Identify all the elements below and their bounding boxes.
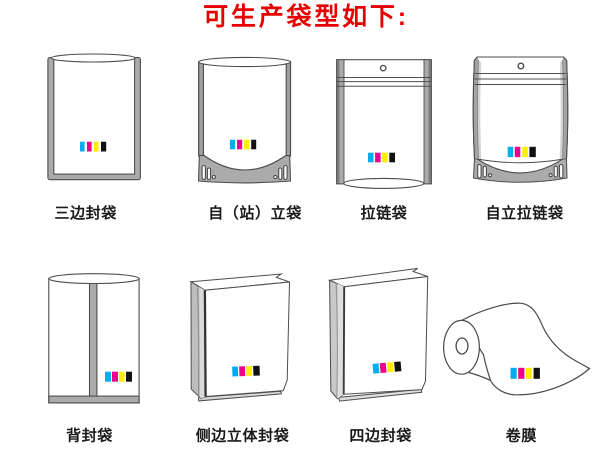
svg-text:拉链袋: 拉链袋: [361, 204, 408, 222]
svg-text:可生产袋型如下:: 可生产袋型如下:: [203, 2, 409, 31]
svg-text:四边封袋: 四边封袋: [349, 427, 412, 445]
svg-text:背封袋: 背封袋: [66, 427, 113, 445]
svg-text:三边封袋: 三边封袋: [54, 204, 117, 222]
svg-text:侧边立体封袋: 侧边立体封袋: [196, 427, 290, 445]
svg-text:卷膜: 卷膜: [505, 427, 537, 445]
svg-text:自（站）立袋: 自（站）立袋: [208, 204, 302, 222]
svg-text:自立拉链袋: 自立拉链袋: [486, 204, 564, 222]
